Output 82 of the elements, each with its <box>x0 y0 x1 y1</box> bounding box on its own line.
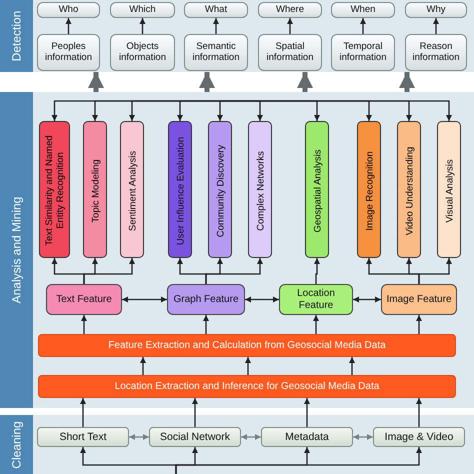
section-label: Analysis and Mining <box>9 196 24 304</box>
arrow <box>203 315 209 334</box>
method-box <box>208 121 232 258</box>
method-label: Topic Modeling <box>88 158 102 224</box>
method-box <box>305 121 329 258</box>
arrow <box>122 296 167 302</box>
arrow <box>353 296 381 302</box>
process-box: Which <box>110 2 175 18</box>
arrow <box>192 398 198 427</box>
method-box <box>168 121 192 258</box>
arrow <box>140 357 146 375</box>
arrow <box>360 18 366 34</box>
feature-box: Text Feature <box>46 284 122 315</box>
process-box: Who <box>37 2 100 18</box>
arrow <box>83 258 135 284</box>
process-box: Semantic information <box>184 34 248 71</box>
arrow <box>140 18 146 34</box>
method-label: User Influence Evaluation <box>174 135 187 247</box>
block-arrow <box>399 72 415 92</box>
method-box <box>397 121 421 258</box>
process-box: Reason information <box>405 34 467 71</box>
method-label: Image Recognition <box>362 150 376 232</box>
process-bar: Location Extraction and Inference for Geosocial Media Data <box>38 375 456 398</box>
arrow <box>245 296 279 302</box>
method-label: Text Similarity and Named Entity Recognition <box>43 134 66 248</box>
section-band <box>0 415 474 474</box>
process-box: Why <box>405 2 467 18</box>
feature-box: Graph Feature <box>167 284 245 315</box>
arrow <box>287 18 293 34</box>
section-label: Cleaning <box>10 420 24 468</box>
method-box <box>120 121 144 258</box>
arrow <box>314 258 320 284</box>
data-source-box: Image & Video <box>373 427 465 447</box>
method-box <box>39 121 70 258</box>
method-box <box>437 121 461 258</box>
method-label: Complex Networks <box>254 150 267 232</box>
section-band <box>0 0 474 72</box>
arrow <box>416 315 422 334</box>
method-box <box>357 121 381 258</box>
arrow <box>313 315 319 334</box>
process-box: What <box>184 2 248 18</box>
method-box <box>83 121 107 258</box>
arrow <box>129 434 149 440</box>
arrow <box>433 18 439 34</box>
feature-box: Image Feature <box>381 284 457 315</box>
arrow <box>175 447 422 474</box>
method-label: Sentiment Analysis <box>126 149 139 233</box>
arrow <box>349 357 355 375</box>
arrow <box>80 398 86 427</box>
process-box: Where <box>258 2 322 18</box>
method-label: Visual Analysis <box>442 158 456 224</box>
data-source-box: Metadata <box>261 427 353 447</box>
data-source-box: Social Network <box>149 427 241 447</box>
arrow <box>213 18 219 34</box>
arrow <box>205 258 263 284</box>
process-bar: Feature Extraction and Calculation from Geosocial Media Data <box>38 334 456 357</box>
arrow <box>416 398 422 427</box>
section-band <box>0 92 474 408</box>
method-label: Community Discovery <box>214 143 227 239</box>
process-box: Temporal information <box>331 34 395 71</box>
block-arrow <box>297 72 313 92</box>
arrow <box>250 100 452 121</box>
method-label: Video Understanding <box>402 145 416 238</box>
arrow <box>304 398 310 427</box>
arrow <box>217 100 250 121</box>
process-box: Objects information <box>110 34 175 71</box>
process-box: Peoples information <box>37 34 100 71</box>
process-box: When <box>331 2 395 18</box>
arrow <box>81 315 87 334</box>
data-source-box: Short Text <box>37 427 129 447</box>
section-label: Detection <box>9 10 24 62</box>
arrow <box>241 434 261 440</box>
feature-box: Location Feature <box>279 284 353 315</box>
arrow <box>66 18 72 34</box>
method-label: Geospatial Analysis <box>310 148 324 234</box>
process-box: Spatial information <box>258 34 322 71</box>
block-arrow <box>88 72 104 92</box>
arrow <box>245 357 251 375</box>
arrow <box>418 258 452 284</box>
method-box <box>248 121 272 258</box>
arrow <box>353 434 373 440</box>
block-arrow <box>199 72 215 92</box>
